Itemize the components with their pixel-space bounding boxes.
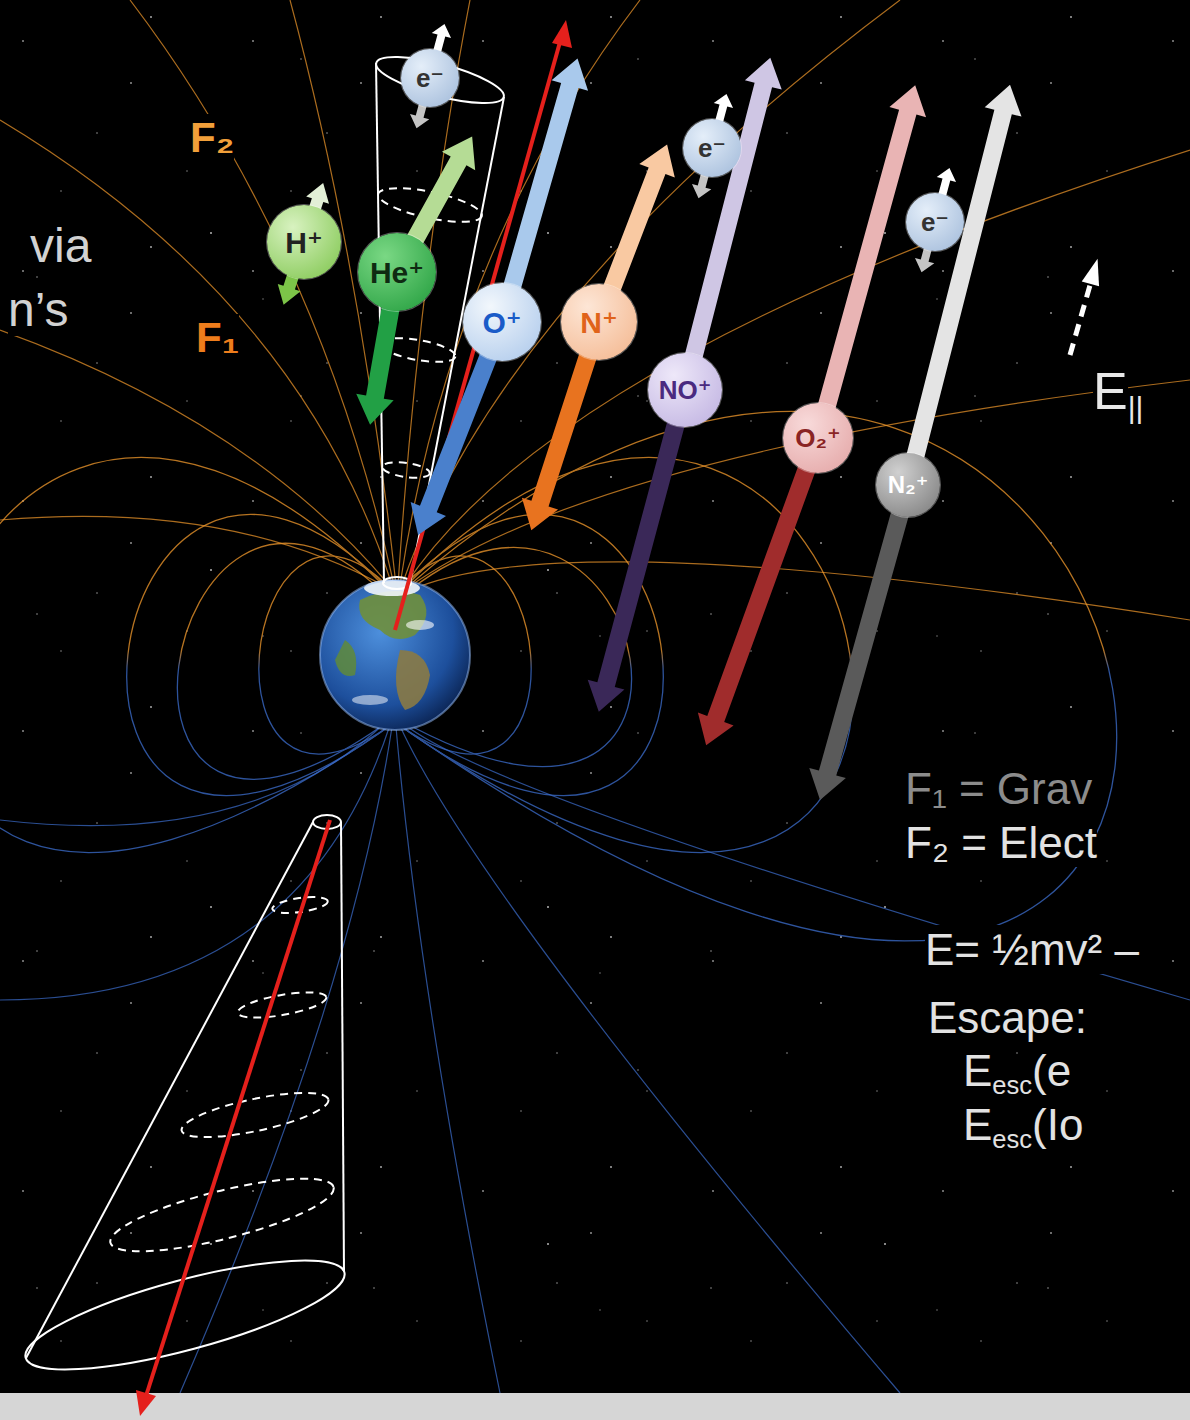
text-line: E|| [1093, 362, 1143, 426]
text-line: n’s [8, 282, 69, 337]
field-lines [0, 412, 1117, 941]
ion-label: H⁺ [285, 226, 323, 259]
text-line: E= ½mv² – [925, 925, 1139, 976]
force-arrows [272, 21, 1028, 805]
ion-label: O⁺ [482, 306, 521, 339]
text-label: (e [1032, 1046, 1071, 1095]
electron-circle: e⁻ [683, 119, 741, 177]
text-label: F₁ = Grav [905, 764, 1092, 813]
text-label: n’s [8, 283, 69, 336]
ion-circle: NO⁺ [648, 353, 722, 427]
text-line: F₁ [196, 314, 239, 362]
text-label: E= ½mv² – [925, 925, 1139, 974]
text-label: E [963, 1100, 992, 1149]
text-line: Eesc(e [963, 1046, 1071, 1100]
ion-circle: H⁺ [267, 205, 341, 279]
subscript-label: esc [992, 1125, 1032, 1153]
axis-arrow [136, 20, 572, 1416]
field-arrow [1061, 256, 1106, 357]
earth [320, 580, 470, 730]
text-line: Eesc(Io [963, 1100, 1083, 1154]
ion-circle: He⁺ [358, 233, 436, 311]
text-label: E [1093, 362, 1128, 420]
electron-circle: e⁻ [401, 49, 459, 107]
text-line: via [30, 218, 91, 273]
subscript-label: || [1128, 391, 1144, 424]
ion-label: e⁻ [921, 208, 949, 237]
ion-circle: O⁺ [463, 283, 541, 361]
ion-label: He⁺ [370, 256, 424, 289]
ion-label: e⁻ [698, 134, 726, 163]
ion-circle: N₂⁺ [876, 453, 940, 517]
text-line: Escape: [928, 993, 1087, 1044]
ion-label: N⁺ [580, 306, 618, 339]
electron-circle: e⁻ [906, 193, 964, 251]
bottom-bar [0, 1393, 1190, 1420]
ion-label: NO⁺ [659, 376, 712, 405]
text-label: (Io [1032, 1100, 1083, 1149]
ion-label: e⁻ [416, 64, 444, 93]
text-label: F₁ [196, 314, 239, 361]
open-field-lines [0, 0, 1190, 620]
ion-circle: O₂⁺ [783, 403, 853, 473]
ion-label: N₂⁺ [888, 472, 929, 498]
text-label: E [963, 1046, 992, 1095]
text-label: Escape: [928, 993, 1087, 1042]
ion-label: O₂⁺ [795, 424, 841, 453]
text-label: F₂ [190, 114, 234, 161]
text-line: F₁ = Grav [905, 764, 1092, 815]
text-label: via [30, 219, 91, 272]
text-line: F₂ = Elect [905, 818, 1097, 869]
ion-circle: N⁺ [561, 284, 637, 360]
text-label: F₂ = Elect [905, 818, 1097, 867]
text-line: F₂ [190, 114, 234, 162]
subscript-label: esc [992, 1071, 1032, 1099]
